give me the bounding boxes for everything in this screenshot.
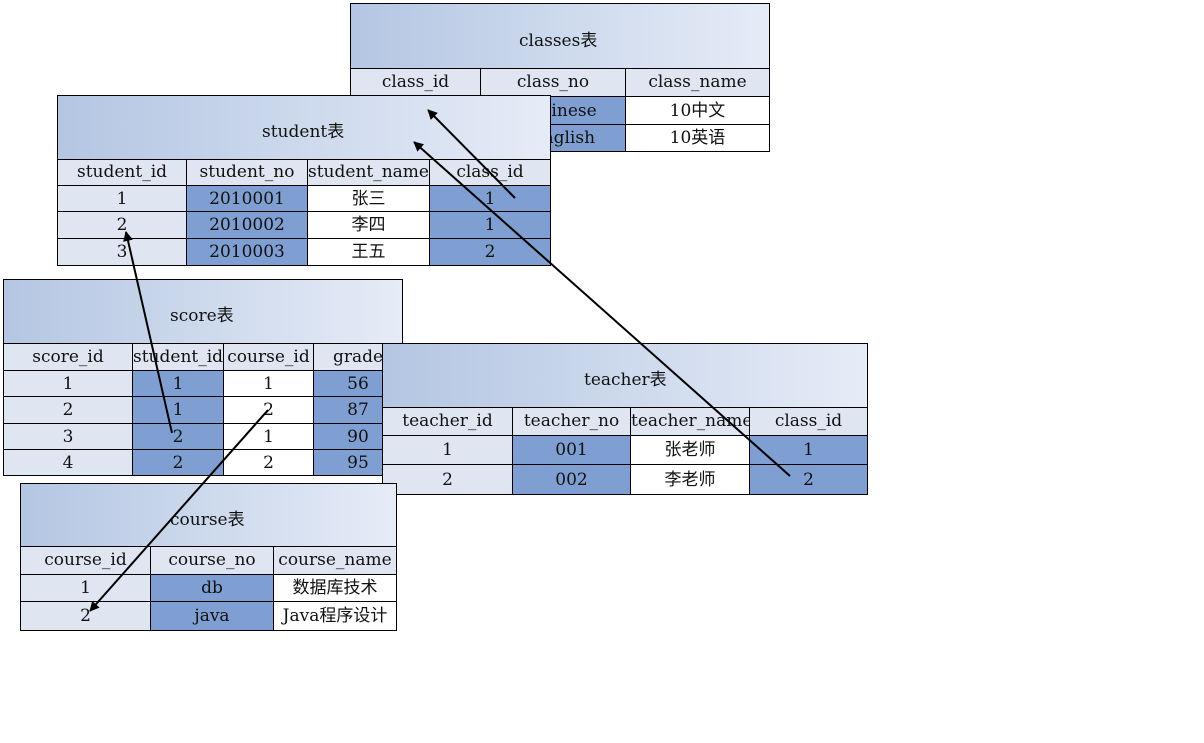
header-cell: teacher_id [383,408,512,435]
table-cell: 2 [223,397,313,423]
header-cell: student_name [307,160,429,185]
table-cell: 张三 [307,186,429,211]
table-cell: 1 [132,397,223,423]
table-cell: 1 [4,371,132,396]
teacher-table-title-bar: teacher表 [383,344,867,408]
header-cell: course_id [223,344,313,370]
course-table-title-bar: course表 [21,484,396,547]
table-cell: 2010003 [186,239,307,265]
table-row: 1 db 数据库技术 [21,574,396,601]
table-cell: 2 [749,465,867,494]
table-row: 1 1 1 56 [4,370,402,396]
table-row: 4 2 2 95 [4,449,402,475]
header-cell: course_id [21,547,150,574]
classes-header-row: class_id class_no class_name [351,69,769,96]
table-cell: 1 [21,575,150,601]
score-table-title: score表 [170,306,234,326]
table-cell: 001 [512,436,630,464]
table-row: 2 2010002 李四 1 [58,211,550,238]
table-row: 1 2010001 张三 1 [58,185,550,211]
table-row: 3 2 1 90 [4,423,402,449]
course-table-title: course表 [170,510,245,530]
table-cell: 1 [429,212,550,238]
table-row: 1 001 张老师 1 [383,435,867,464]
header-cell: teacher_no [512,408,630,435]
table-cell: 2 [4,397,132,423]
header-cell: course_no [150,547,273,574]
table-cell: 2 [21,602,150,630]
table-cell: 10中文 [625,97,769,124]
table-cell: 2 [383,465,512,494]
score-table: score表 score_id student_id course_id gra… [3,279,403,476]
table-cell: 王五 [307,239,429,265]
student-header-row: student_id student_no student_name class… [58,160,550,185]
teacher-table-title: teacher表 [584,370,667,390]
header-cell: class_id [749,408,867,435]
table-cell: 1 [749,436,867,464]
header-cell: score_id [4,344,132,370]
student-table-title: student表 [262,122,345,142]
teacher-table: teacher表 teacher_id teacher_no teacher_n… [382,343,868,495]
header-cell: course_name [273,547,396,574]
table-cell: 1 [383,436,512,464]
classes-table-title: classes表 [519,31,598,51]
header-cell: class_id [351,69,480,96]
table-cell: 3 [58,239,186,265]
header-cell: class_name [625,69,769,96]
header-cell: student_no [186,160,307,185]
header-cell: student_id [58,160,186,185]
table-cell: 1 [429,186,550,211]
table-cell: 2 [429,239,550,265]
table-cell: 李四 [307,212,429,238]
table-cell: 10英语 [625,125,769,151]
course-header-row: course_id course_no course_name [21,547,396,574]
table-cell: 2010001 [186,186,307,211]
header-cell: teacher_name [630,408,749,435]
score-table-title-bar: score表 [4,280,402,344]
table-cell: 3 [4,424,132,449]
table-row: 2 002 李老师 2 [383,464,867,494]
table-cell: 1 [132,371,223,396]
table-cell: 李老师 [630,465,749,494]
table-cell: 2 [223,450,313,475]
table-row: 3 2010003 王五 2 [58,238,550,265]
table-cell: 2010002 [186,212,307,238]
table-cell: 1 [223,424,313,449]
header-cell: class_id [429,160,550,185]
table-cell: 2 [58,212,186,238]
table-cell: 1 [223,371,313,396]
table-cell: 2 [132,450,223,475]
table-cell: 2 [132,424,223,449]
teacher-header-row: teacher_id teacher_no teacher_name class… [383,408,867,435]
header-cell: student_id [132,344,223,370]
table-cell: 张老师 [630,436,749,464]
classes-table-title-bar: classes表 [351,4,769,69]
table-cell: java [150,602,273,630]
student-table-title-bar: student表 [58,96,550,160]
score-header-row: score_id student_id course_id grade [4,344,402,370]
table-cell: Java程序设计 [273,602,396,630]
table-cell: 数据库技术 [273,575,396,601]
header-cell: class_no [480,69,625,96]
student-table: student表 student_id student_no student_n… [57,95,551,266]
table-row: 2 java Java程序设计 [21,601,396,630]
table-cell: 002 [512,465,630,494]
course-table: course表 course_id course_no course_name … [20,483,397,631]
table-row: 2 1 2 87 [4,396,402,423]
table-cell: 4 [4,450,132,475]
table-cell: db [150,575,273,601]
table-cell: 1 [58,186,186,211]
